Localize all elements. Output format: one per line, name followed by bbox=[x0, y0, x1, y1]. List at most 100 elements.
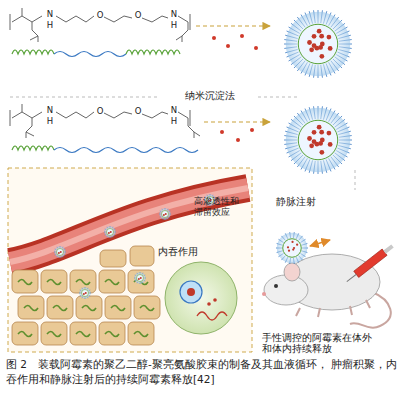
tumor-cell bbox=[47, 296, 73, 319]
drug-dot bbox=[312, 139, 317, 144]
micelle-shell bbox=[159, 208, 170, 219]
process-arrow bbox=[196, 25, 270, 26]
drug-dot bbox=[319, 34, 324, 39]
drug-dot bbox=[319, 150, 324, 155]
figure-caption: 图 2 装载阿霉素的聚乙二醇-聚亮氨酸胶束的制备及其血液循环， 肿瘤积聚，内吞作… bbox=[6, 357, 406, 387]
annotation-label: 手性调控的阿霉素在体外 和体内持续释放 bbox=[262, 332, 408, 355]
tumor-cell bbox=[100, 250, 126, 267]
guide-line bbox=[355, 170, 356, 190]
micelle-core bbox=[283, 239, 302, 258]
micelle-core bbox=[298, 24, 337, 63]
micelle bbox=[54, 246, 66, 258]
drug-dot bbox=[328, 46, 333, 51]
micelle-shell bbox=[54, 246, 65, 257]
micelle-core bbox=[107, 229, 114, 236]
drug-dot bbox=[288, 250, 290, 252]
chain-cartoon bbox=[12, 50, 180, 57]
inset-heading: 内吞作用 bbox=[158, 246, 244, 259]
drug-dot bbox=[312, 130, 317, 135]
cell-nucleus bbox=[18, 332, 32, 337]
drug-dot bbox=[110, 231, 112, 233]
atom-label: H bbox=[169, 116, 179, 126]
micelle-core bbox=[162, 211, 169, 218]
drug-dot bbox=[240, 34, 244, 38]
inset-circle bbox=[165, 262, 237, 334]
tumor-cell bbox=[18, 296, 44, 319]
cell-nucleus bbox=[105, 280, 119, 285]
drug-dot bbox=[213, 298, 217, 302]
cell-nucleus bbox=[82, 306, 96, 311]
drug-dot bbox=[312, 34, 317, 39]
atom-label: H bbox=[45, 20, 55, 30]
atom-label: N bbox=[169, 105, 179, 115]
micelle bbox=[284, 10, 352, 78]
drug-dot bbox=[317, 29, 322, 34]
drug-dot bbox=[60, 251, 62, 253]
cell-nucleus bbox=[24, 306, 38, 311]
drug-core bbox=[187, 288, 195, 296]
micelle bbox=[276, 232, 308, 264]
drug-dot bbox=[309, 143, 314, 148]
micelle bbox=[79, 287, 91, 299]
drug-dot bbox=[291, 241, 293, 243]
annotation-label: 静脉注射 bbox=[276, 196, 336, 208]
atom-label: O bbox=[95, 10, 105, 20]
drug-dot bbox=[58, 252, 60, 254]
cell-nucleus bbox=[53, 306, 67, 311]
tumor-cell bbox=[41, 270, 67, 293]
drug-dot bbox=[328, 142, 333, 147]
atom-label: O bbox=[95, 106, 105, 116]
drug-dot bbox=[138, 278, 140, 280]
cell-nucleus bbox=[140, 306, 154, 311]
tumor-cell bbox=[130, 246, 154, 266]
drug-dot bbox=[327, 131, 332, 136]
drug-dot bbox=[319, 54, 324, 59]
drug-dot bbox=[212, 36, 216, 40]
drug-dot bbox=[254, 46, 258, 50]
drug-dot bbox=[307, 40, 312, 45]
divider-line bbox=[10, 97, 300, 98]
cell-nucleus bbox=[111, 306, 125, 311]
drug-dot bbox=[307, 136, 312, 141]
cell-nucleus bbox=[105, 332, 119, 337]
cell-nucleus bbox=[47, 332, 61, 337]
micelle bbox=[104, 226, 116, 238]
micelle-core bbox=[298, 120, 337, 159]
atom-label: N bbox=[45, 9, 55, 19]
tumor-cell bbox=[128, 270, 154, 293]
cell-nucleus bbox=[76, 280, 90, 285]
drug-dot bbox=[226, 44, 230, 48]
tumor-cell bbox=[70, 322, 96, 345]
micelle bbox=[134, 272, 146, 284]
cell-nucleus bbox=[134, 332, 148, 337]
endocytosis-inset: 内吞作用 bbox=[158, 246, 244, 336]
micelle-shell bbox=[104, 226, 115, 237]
tumor-cell bbox=[41, 322, 67, 345]
tumor-cell bbox=[99, 322, 125, 345]
drug-dot bbox=[292, 248, 294, 250]
cell-nucleus bbox=[76, 332, 90, 337]
tumor-cell bbox=[105, 296, 131, 319]
micelle-shell bbox=[277, 233, 307, 263]
micelle-core bbox=[137, 275, 144, 282]
method-label: 纳米沉淀法 bbox=[164, 90, 256, 102]
atom-label: O bbox=[133, 106, 143, 116]
drug-dot bbox=[327, 35, 332, 40]
atom-label: N bbox=[45, 105, 55, 115]
micelle-shell bbox=[286, 12, 351, 77]
vesicle bbox=[180, 281, 202, 303]
drug-dot bbox=[85, 292, 87, 294]
micelle-shell bbox=[134, 272, 145, 283]
drug-dot bbox=[319, 130, 324, 135]
micelle-shell bbox=[79, 287, 90, 298]
drug-dot bbox=[220, 130, 224, 134]
tumor-cell bbox=[99, 270, 125, 293]
drug-dot bbox=[317, 125, 322, 130]
nucleus-dna bbox=[197, 312, 227, 320]
drug-dot bbox=[309, 47, 314, 52]
drug-dot bbox=[83, 293, 85, 295]
chain-cartoon bbox=[12, 146, 198, 153]
polymer-structure bbox=[10, 8, 190, 42]
micelle-group bbox=[54, 10, 352, 299]
atom-label: N bbox=[169, 9, 179, 19]
